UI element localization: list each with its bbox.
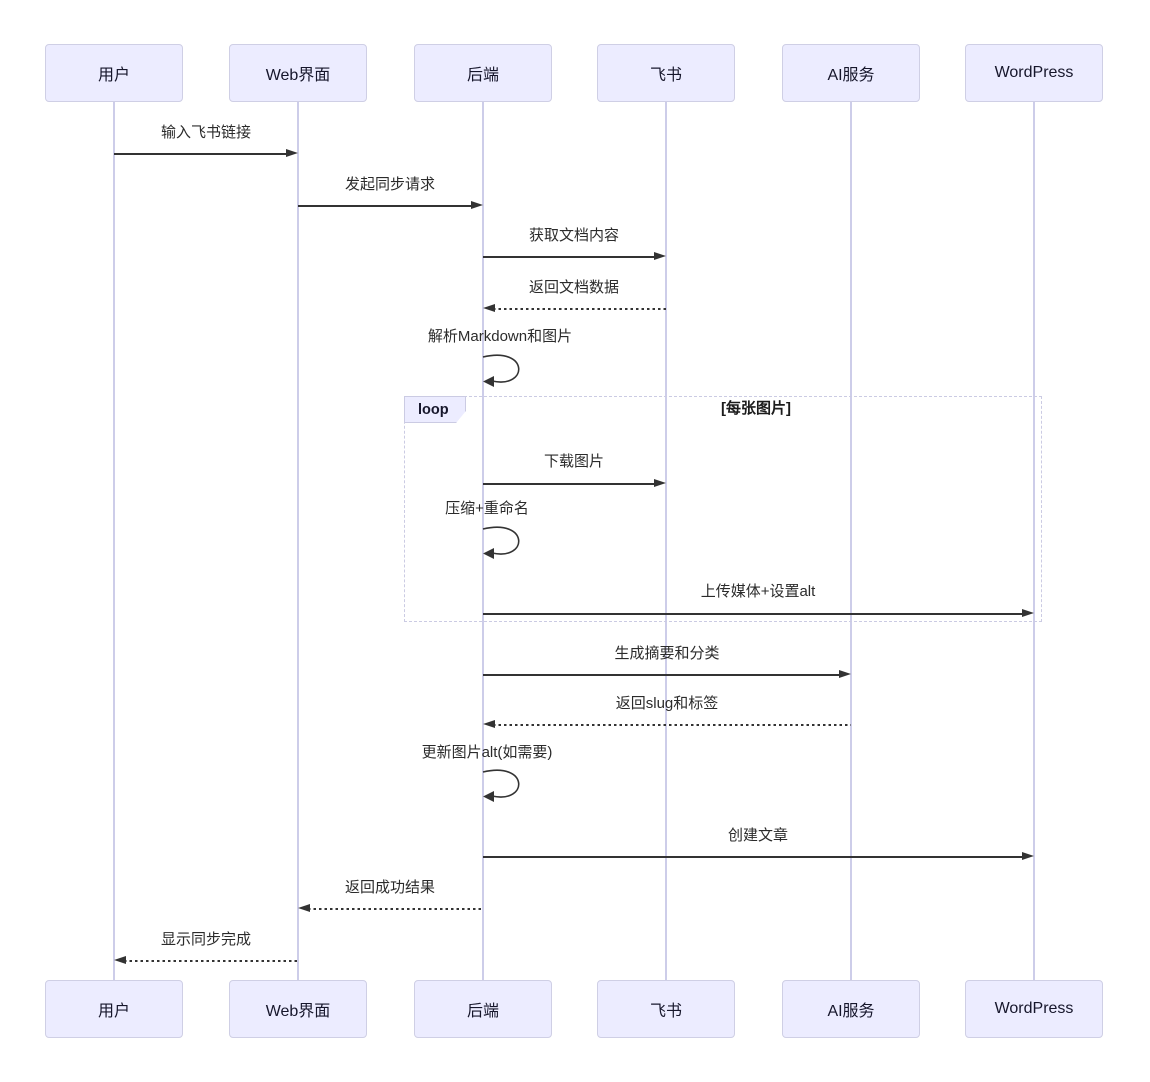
actor-label: WordPress (994, 1000, 1074, 1017)
arrowhead-icon (1022, 852, 1034, 860)
message-line (483, 483, 656, 485)
self-loop-arrow-icon (482, 769, 520, 802)
message-label: 返回slug和标签 (615, 695, 719, 712)
lifeline-ai (850, 102, 852, 980)
arrowhead-icon (298, 904, 310, 912)
message-line (124, 960, 298, 962)
actor-top-ai: AI服务 (782, 44, 920, 102)
message-line (493, 308, 666, 310)
lifeline-feishu (665, 102, 667, 980)
arrowhead-icon (483, 304, 495, 312)
loop-guard-label: [每张图片] (721, 400, 791, 417)
actor-bottom-web: Web界面 (229, 980, 367, 1038)
message-line (483, 856, 1024, 858)
actor-label: AI服务 (827, 1003, 875, 1020)
lifeline-user (113, 102, 115, 980)
actor-bottom-ai: AI服务 (782, 980, 920, 1038)
actor-label: Web界面 (265, 1003, 331, 1020)
actor-bottom-feishu: 飞书 (597, 980, 735, 1038)
message-label: 解析Markdown和图片 (427, 328, 573, 345)
message-line (483, 674, 841, 676)
arrowhead-icon (1022, 609, 1034, 617)
arrowhead-icon (286, 149, 298, 157)
arrowhead-icon (839, 670, 851, 678)
loop-label-tag: loop (404, 396, 466, 423)
actor-bottom-user: 用户 (45, 980, 183, 1038)
actor-top-user: 用户 (45, 44, 183, 102)
arrowhead-icon (483, 720, 495, 728)
message-label: 显示同步完成 (160, 931, 252, 948)
actor-bottom-wordpress: WordPress (965, 980, 1103, 1038)
actor-top-wordpress: WordPress (965, 44, 1103, 102)
message-label: 发起同步请求 (344, 176, 436, 193)
actor-label: WordPress (994, 64, 1074, 81)
message-line (483, 613, 1024, 615)
actor-label: 用户 (97, 67, 130, 84)
arrowhead-icon (654, 479, 666, 487)
self-loop-arrow-icon (482, 526, 520, 559)
message-line (483, 256, 656, 258)
actor-label: 后端 (466, 67, 499, 84)
actor-label: 后端 (466, 1003, 499, 1020)
actor-label: AI服务 (827, 67, 875, 84)
message-line (308, 908, 483, 910)
actor-label: Web界面 (265, 67, 331, 84)
actor-top-backend: 后端 (414, 44, 552, 102)
message-line (493, 724, 851, 726)
message-label: 下载图片 (543, 453, 605, 470)
arrowhead-icon (654, 252, 666, 260)
message-label: 压缩+重命名 (445, 500, 529, 517)
message-line (298, 205, 473, 207)
actor-top-web: Web界面 (229, 44, 367, 102)
arrowhead-icon (471, 201, 483, 209)
actor-label: 飞书 (649, 67, 682, 84)
actor-bottom-backend: 后端 (414, 980, 552, 1038)
message-label: 输入飞书链接 (160, 124, 252, 141)
self-loop-arrow-icon (482, 354, 520, 387)
arrowhead-icon (114, 956, 126, 964)
loop-label: loop (418, 401, 449, 418)
lifeline-wordpress (1033, 102, 1035, 980)
message-label: 返回成功结果 (344, 879, 436, 896)
message-label: 获取文档内容 (528, 227, 620, 244)
message-label: 创建文章 (727, 827, 789, 844)
message-label: 生成摘要和分类 (614, 645, 720, 662)
actor-top-feishu: 飞书 (597, 44, 735, 102)
lifeline-backend (482, 102, 484, 980)
lifeline-web (297, 102, 299, 980)
message-label: 返回文档数据 (528, 279, 620, 296)
loop-frame (404, 396, 1042, 622)
message-label: 上传媒体+设置alt (700, 583, 816, 600)
actor-label: 用户 (97, 1003, 130, 1020)
message-label: 更新图片alt(如需要) (421, 744, 553, 761)
actor-label: 飞书 (649, 1003, 682, 1020)
message-line (114, 153, 288, 155)
